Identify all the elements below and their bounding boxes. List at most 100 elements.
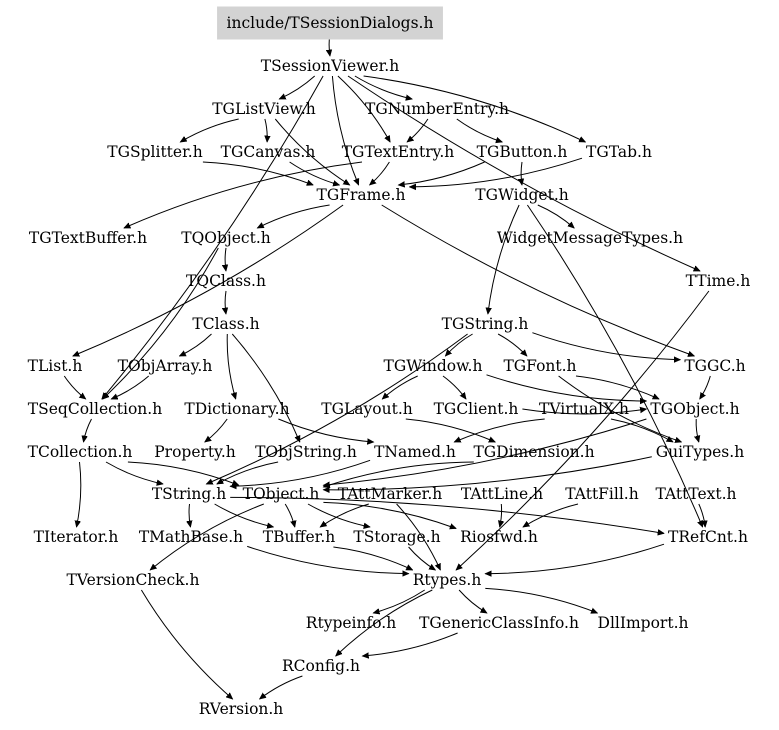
node-named[interactable]: TNamed.h xyxy=(374,443,456,461)
edge-seqcollection-to-collection xyxy=(84,418,92,442)
node-label-tstorage: TStorage.h xyxy=(353,528,440,546)
node-dllimport[interactable]: DllImport.h xyxy=(598,614,689,632)
node-riosfwd[interactable]: Riosfwd.h xyxy=(460,528,538,546)
node-label-rtypes: Rtypes.h xyxy=(413,571,482,589)
node-versioncheck[interactable]: TVersionCheck.h xyxy=(67,571,200,589)
edge-glistview-to-gsplitter xyxy=(180,118,239,142)
node-glistview[interactable]: TGListView.h xyxy=(212,100,316,118)
node-rtypes[interactable]: Rtypes.h xyxy=(413,571,482,589)
edge-objstring-to-tstring xyxy=(217,461,279,485)
edge-gstring-to-tstring xyxy=(206,333,468,484)
edge-collection-to-tstring xyxy=(105,461,163,484)
node-tbuffer[interactable]: TBuffer.h xyxy=(263,528,336,546)
edge-gcanvas-to-gframe xyxy=(289,161,340,185)
node-label-gtextbuffer: TGTextBuffer.h xyxy=(29,229,147,247)
edge-gwindow-to-gclient xyxy=(442,375,466,399)
edge-refcnt-to-rtypes xyxy=(485,543,665,574)
node-gframe[interactable]: TGFrame.h xyxy=(317,186,406,204)
node-dictionary[interactable]: TDictionary.h xyxy=(184,400,289,418)
edge-qobject-to-seqcollection xyxy=(103,247,219,399)
node-ttime[interactable]: TTime.h xyxy=(686,272,751,290)
edge-virtualx-to-named xyxy=(454,418,545,443)
node-label-gdimension: TGDimension.h xyxy=(473,443,594,461)
node-atttext[interactable]: TAttText.h xyxy=(655,485,736,503)
edge-gtextentry-to-gtextbuffer xyxy=(124,161,363,229)
node-label-qobject: TQObject.h xyxy=(181,229,270,247)
node-label-guitypes: GuiTypes.h xyxy=(656,443,744,461)
node-gtab[interactable]: TGTab.h xyxy=(586,143,652,161)
node-label-objarray: TObjArray.h xyxy=(118,357,213,375)
edge-tobject-to-riosfwd xyxy=(323,501,456,528)
node-attline[interactable]: TAttLine.h xyxy=(461,485,543,503)
node-rtypeinfo[interactable]: Rtypeinfo.h xyxy=(306,614,396,632)
node-seqcollection[interactable]: TSeqCollection.h xyxy=(28,400,162,418)
node-gnumberentry[interactable]: TGNumberEntry.h xyxy=(365,100,509,118)
node-iterator[interactable]: TIterator.h xyxy=(34,528,119,546)
node-widgetmsg[interactable]: WidgetMessageTypes.h xyxy=(497,229,683,247)
node-gwidget[interactable]: TGWidget.h xyxy=(475,186,569,204)
node-label-tbuffer: TBuffer.h xyxy=(263,528,336,546)
node-mathbase[interactable]: TMathBase.h xyxy=(139,528,243,546)
node-gfont[interactable]: TGFont.h xyxy=(503,357,576,375)
node-label-root: include/TSessionDialogs.h xyxy=(227,14,434,32)
node-tlist[interactable]: TList.h xyxy=(28,357,83,375)
node-tstring[interactable]: TString.h xyxy=(152,485,226,503)
edge-named-to-tstring xyxy=(230,459,371,486)
edge-tclass-to-objarray xyxy=(180,333,212,357)
node-label-mathbase: TMathBase.h xyxy=(139,528,243,546)
node-attfill[interactable]: TAttFill.h xyxy=(565,485,638,503)
edge-gsplitter-to-gframe xyxy=(202,161,313,185)
node-label-rtypeinfo: Rtypeinfo.h xyxy=(306,614,396,632)
node-gbutton[interactable]: TGButton.h xyxy=(477,143,568,161)
node-label-tclass: TClass.h xyxy=(192,315,259,333)
edge-gframe-to-ggc xyxy=(381,204,695,356)
node-label-objstring: TObjString.h xyxy=(255,443,357,461)
node-tobject[interactable]: TObject.h xyxy=(243,485,320,503)
edge-dictionary-to-named xyxy=(278,418,373,442)
node-gtextbuffer[interactable]: TGTextBuffer.h xyxy=(29,229,147,247)
node-qobject[interactable]: TQObject.h xyxy=(181,229,270,247)
edge-gtab-to-gframe xyxy=(410,157,583,187)
edge-attfill-to-riosfwd xyxy=(523,503,579,527)
node-label-widgetmsg: WidgetMessageTypes.h xyxy=(497,229,683,247)
node-label-tstring: TString.h xyxy=(152,485,226,503)
node-objarray[interactable]: TObjArray.h xyxy=(118,357,213,375)
edge-gtextentry-to-gframe xyxy=(370,161,390,185)
node-gtextentry[interactable]: TGTextEntry.h xyxy=(342,143,455,161)
edge-gwidget-to-refcnt xyxy=(526,204,702,527)
node-qclass[interactable]: TQClass.h xyxy=(186,272,266,290)
node-gobject[interactable]: TGObject.h xyxy=(650,400,739,418)
edge-glistview-to-gcanvas xyxy=(265,118,267,142)
node-gstring[interactable]: TGString.h xyxy=(442,315,529,333)
node-rversion[interactable]: RVersion.h xyxy=(199,700,284,718)
node-collection[interactable]: TCollection.h xyxy=(28,443,133,461)
node-virtualx[interactable]: TVirtualX.h xyxy=(539,400,629,418)
node-glayout[interactable]: TGLayout.h xyxy=(321,400,412,418)
node-attmarker[interactable]: TAttMarker.h xyxy=(338,485,443,503)
node-refcnt[interactable]: TRefCnt.h xyxy=(668,528,748,546)
edge-sessionviewer-to-seqcollection xyxy=(102,75,324,399)
node-guitypes[interactable]: GuiTypes.h xyxy=(656,443,744,461)
edge-collection-to-iterator xyxy=(77,461,82,527)
node-genericclassinfo[interactable]: TGenericClassInfo.h xyxy=(419,614,579,632)
node-rconfig[interactable]: RConfig.h xyxy=(282,657,360,675)
node-objstring[interactable]: TObjString.h xyxy=(255,443,357,461)
edge-mathbase-to-rtypes xyxy=(247,545,409,573)
edge-tlist-to-seqcollection xyxy=(63,375,85,399)
node-gcanvas[interactable]: TGCanvas.h xyxy=(221,143,316,161)
node-gclient[interactable]: TGClient.h xyxy=(434,400,519,418)
edge-rconfig-to-rversion xyxy=(260,675,303,699)
node-gsplitter[interactable]: TGSplitter.h xyxy=(107,143,202,161)
node-ggc[interactable]: TGGC.h xyxy=(684,357,745,375)
node-label-rconfig: RConfig.h xyxy=(282,657,360,675)
edge-gclient-to-gobject xyxy=(522,409,646,415)
node-gwindow[interactable]: TGWindow.h xyxy=(384,357,483,375)
node-root[interactable]: include/TSessionDialogs.h xyxy=(217,6,443,40)
node-tstorage[interactable]: TStorage.h xyxy=(353,528,440,546)
node-label-dictionary: TDictionary.h xyxy=(184,400,289,418)
node-property[interactable]: Property.h xyxy=(154,443,236,461)
node-gdimension[interactable]: TGDimension.h xyxy=(473,443,594,461)
edge-gstring-to-gwindow xyxy=(445,333,473,356)
node-tclass[interactable]: TClass.h xyxy=(192,315,259,333)
node-sessionviewer[interactable]: TSessionViewer.h xyxy=(261,57,399,75)
